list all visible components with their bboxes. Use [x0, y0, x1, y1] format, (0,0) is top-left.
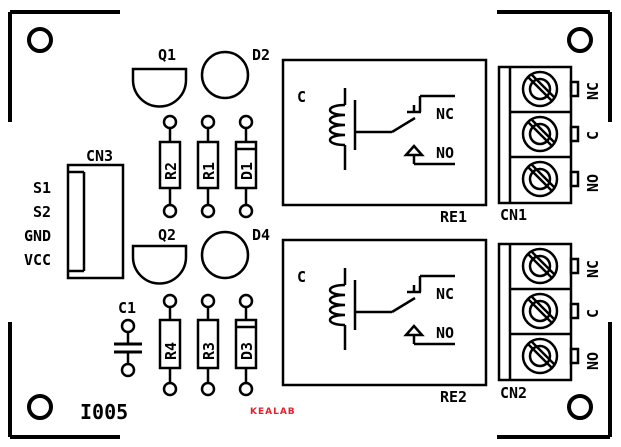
transistor-q1 — [131, 67, 188, 108]
kealab-logo: KEALAB — [248, 404, 342, 417]
relay-re1 — [281, 58, 488, 207]
cn2-pin-nc: NC — [584, 260, 602, 278]
label-re2: RE2 — [440, 388, 467, 406]
cn2-pin-no: NO — [584, 352, 602, 370]
label-q2: Q2 — [158, 226, 176, 244]
label-r4: R4 — [162, 342, 180, 360]
component-d3 — [234, 293, 258, 397]
label-re1: RE1 — [440, 208, 467, 226]
cn3-pin-s1: S1 — [33, 179, 51, 197]
mounting-holes — [27, 27, 593, 420]
re2-label-nc: NC — [436, 285, 454, 303]
connector-cn3 — [66, 163, 125, 280]
logo-text: KEALAB — [250, 407, 296, 417]
mounting-hole-top-right — [567, 27, 593, 53]
re1-label-nc: NC — [436, 105, 454, 123]
cn3-pin-s2: S2 — [33, 203, 51, 221]
component-r3 — [196, 293, 220, 397]
led-d2 — [200, 50, 250, 100]
board-code: I005 — [80, 400, 128, 424]
label-r3: R3 — [200, 342, 218, 360]
label-c1: C1 — [118, 299, 136, 317]
cn1-pin-no: NO — [584, 174, 602, 192]
transistor-q2 — [131, 244, 188, 285]
label-r1: R1 — [200, 162, 218, 180]
terminal-block-cn2 — [497, 242, 580, 382]
cn3-pin-gnd: GND — [24, 227, 51, 245]
re1-label-c: C — [297, 88, 306, 106]
label-q1: Q1 — [158, 46, 176, 64]
label-cn2: CN2 — [500, 384, 527, 402]
label-cn1: CN1 — [500, 206, 527, 224]
led-d4 — [200, 230, 250, 280]
mounting-hole-bottom-left — [27, 394, 53, 420]
mounting-hole-top-left — [27, 27, 53, 53]
component-r4 — [158, 293, 182, 397]
component-r1 — [196, 114, 220, 219]
cn2-pin-c: C — [584, 309, 602, 318]
cn3-pin-vcc: VCC — [24, 251, 51, 269]
label-r2: R2 — [162, 162, 180, 180]
label-d3: D3 — [238, 342, 256, 360]
component-r2 — [158, 114, 182, 219]
capacitor-c1 — [114, 318, 142, 378]
label-cn3: CN3 — [86, 147, 113, 165]
mounting-hole-bottom-right — [567, 394, 593, 420]
cn1-pin-c: C — [584, 131, 602, 140]
re2-label-c: C — [297, 268, 306, 286]
terminal-block-cn1 — [497, 65, 580, 205]
board-outline — [8, 10, 612, 439]
re2-label-no: NO — [436, 324, 454, 342]
relay-re2 — [281, 238, 488, 387]
component-d1 — [234, 114, 258, 219]
label-d4: D4 — [252, 226, 270, 244]
label-d2: D2 — [252, 46, 270, 64]
label-d1: D1 — [238, 162, 256, 180]
cn1-pin-nc: NC — [584, 82, 602, 100]
re1-label-no: NO — [436, 144, 454, 162]
